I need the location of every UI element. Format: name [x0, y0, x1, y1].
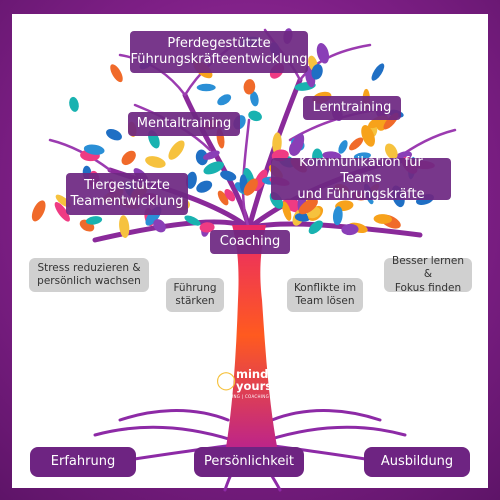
leaf	[316, 43, 330, 64]
branch	[298, 43, 372, 82]
leaf	[338, 140, 348, 154]
leaf	[220, 170, 237, 181]
label-konflikte-loesen: Konflikte im Team lösen	[287, 278, 363, 312]
label-kommunikation: Kommunikation für Teams und Führungskräf…	[271, 155, 451, 202]
leaf	[298, 198, 318, 215]
leaf	[322, 151, 342, 161]
root	[266, 425, 407, 442]
leaf	[195, 149, 208, 166]
leaf	[199, 222, 215, 233]
logo-name: mind yourself	[236, 367, 289, 394]
label-besser-lernen: Besser lernen & Fokus finden	[384, 255, 472, 294]
leaf	[224, 189, 236, 202]
leaf	[185, 171, 197, 189]
leaf	[217, 94, 232, 106]
leaf	[294, 212, 311, 222]
leaf	[196, 83, 216, 92]
leaf	[119, 215, 130, 238]
leaf	[371, 63, 385, 81]
label-lerntraining: Lerntraining	[303, 96, 401, 120]
label-tiergestuetzte: Tiergestützte Teamentwicklung	[66, 173, 188, 215]
leaf	[69, 96, 79, 112]
label-erfahrung: Erfahrung	[30, 447, 136, 477]
branch	[92, 219, 252, 243]
leaf	[203, 161, 224, 175]
label-coaching: Coaching	[210, 230, 290, 254]
logo-tagline: BERATUNG | COACHING | TRAINING	[216, 394, 296, 399]
leaf	[311, 64, 323, 80]
leaf	[272, 132, 282, 155]
leaf	[384, 143, 398, 160]
leaf	[250, 91, 259, 107]
leaf	[282, 201, 292, 221]
label-ausbildung: Ausbildung	[364, 447, 470, 477]
leaf	[110, 64, 123, 83]
leaf	[248, 110, 262, 122]
leaf	[54, 202, 70, 222]
leaf	[85, 216, 103, 225]
leaf	[106, 128, 122, 141]
leaf	[121, 150, 136, 166]
label-fuehrung-staerken: Führung stärken	[166, 278, 224, 312]
label-pferdegestuetzte: Pferdegestützte Führungskräfteentwicklun…	[130, 31, 308, 73]
root	[270, 409, 382, 422]
branch	[48, 138, 112, 172]
root	[118, 409, 230, 422]
label-persoenlichkeit: Persönlichkeit	[194, 447, 304, 477]
leaf	[217, 190, 229, 206]
leaf	[308, 220, 323, 235]
leaf	[184, 215, 201, 226]
lightbulb-icon: ◯	[216, 370, 237, 391]
leaf	[332, 206, 343, 226]
leaf	[83, 144, 105, 155]
leaf	[153, 219, 166, 233]
leaf	[373, 214, 392, 224]
label-mentaltraining: Mentaltraining	[128, 112, 240, 136]
leaf	[349, 137, 364, 151]
leaf	[168, 140, 185, 160]
trunk	[222, 225, 282, 470]
leaf	[341, 223, 359, 236]
leaf	[353, 152, 371, 160]
branch	[246, 77, 303, 231]
leaf	[31, 200, 46, 222]
leaf	[196, 180, 213, 193]
mind-yourself-logo: ◯ mind yourself BERATUNG | COACHING | TR…	[216, 368, 306, 404]
leaf	[361, 125, 375, 147]
leaf	[203, 150, 220, 160]
root	[93, 425, 234, 442]
leaf	[243, 79, 256, 95]
leaf	[145, 156, 166, 168]
leaf	[290, 133, 305, 156]
label-stress-reduzieren: Stress reduzieren & persönlich wachsen	[29, 258, 149, 292]
leaf	[243, 178, 258, 196]
